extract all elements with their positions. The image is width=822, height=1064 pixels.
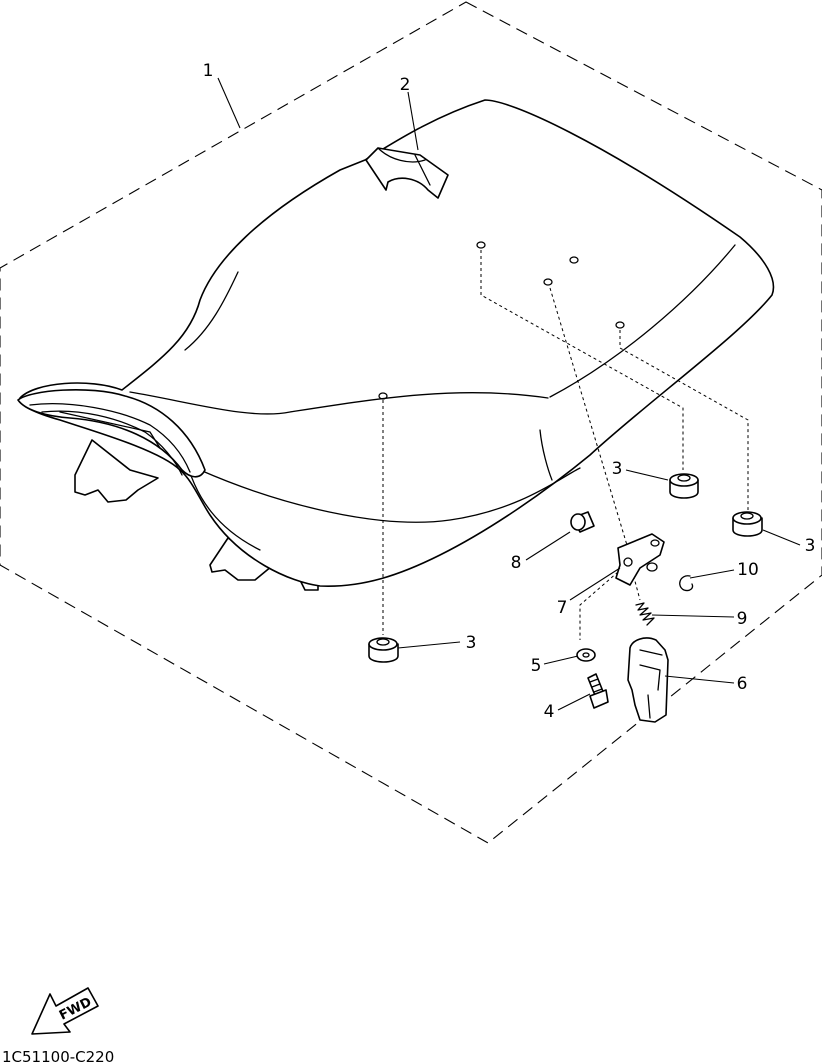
callout-5: 5	[531, 656, 542, 676]
callout-1: 1	[203, 61, 214, 81]
fwd-arrow-icon: FWD	[31, 987, 99, 1035]
damper-rubber-right	[732, 511, 763, 537]
callout-3-front: 3	[466, 633, 477, 653]
hook-part-6	[627, 637, 669, 723]
callout-labels: 1 2 3 3 3 4 5 6 7 8 9 10	[203, 61, 816, 722]
callout-3-rear: 3	[612, 459, 623, 479]
damper-rubber-rear	[669, 473, 699, 499]
collar-part-8	[570, 511, 595, 533]
callout-4: 4	[544, 702, 555, 722]
spring-part-9	[635, 602, 655, 626]
bolt-part-4	[587, 673, 609, 709]
callout-2: 2	[400, 75, 411, 95]
callout-7: 7	[557, 598, 568, 618]
callout-9: 9	[737, 609, 748, 629]
callout-10: 10	[737, 560, 759, 580]
assembly-guides	[382, 250, 749, 640]
diagram-code: 1C51100-C220	[2, 1048, 114, 1064]
callout-8: 8	[511, 553, 522, 573]
bracket-part-7	[615, 533, 665, 586]
clip-part-10	[679, 575, 694, 592]
leader-lines	[217, 77, 801, 711]
damper-rubber-front	[368, 637, 399, 663]
washer-part-5	[576, 648, 596, 662]
callout-6: 6	[737, 674, 748, 694]
seat	[17, 99, 775, 591]
callout-3-right: 3	[805, 536, 816, 556]
